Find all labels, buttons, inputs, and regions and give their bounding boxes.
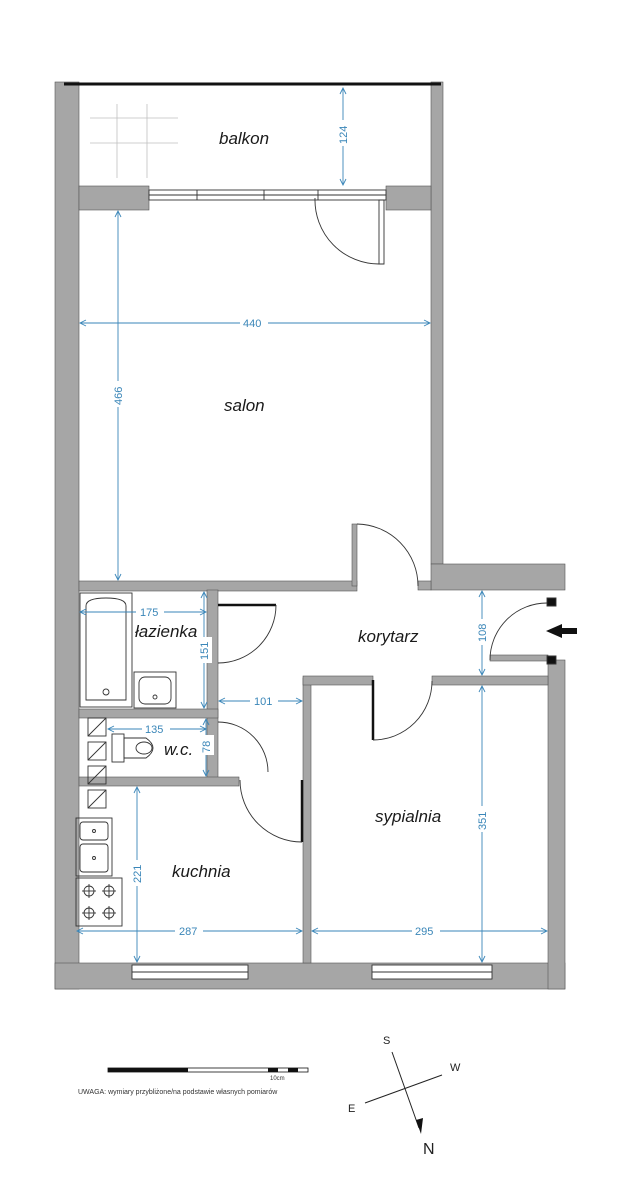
room-label-salon: salon xyxy=(224,396,265,415)
dim-sypialnia-width: 295 xyxy=(415,926,433,938)
room-label-balkon: balkon xyxy=(219,129,269,148)
windows xyxy=(131,189,493,980)
dim-salon-width: 440 xyxy=(243,318,261,330)
room-label-lazienka: łazienka xyxy=(135,622,197,641)
dim-korytarz-entry: 108 xyxy=(477,624,489,642)
wall-bedroom-left xyxy=(302,677,312,964)
room-label-kuchnia: kuchnia xyxy=(172,862,231,881)
wall-right-upper xyxy=(430,81,444,565)
scale-bar: 10cm xyxy=(107,1067,309,1082)
wall-step xyxy=(430,563,566,591)
room-label-sypialnia: sypialnia xyxy=(375,807,441,826)
door-lazienka-swing xyxy=(217,604,277,664)
door-balkon-swing xyxy=(314,197,380,265)
compass-e: E xyxy=(348,1103,355,1115)
wall-balkon-left xyxy=(78,185,150,211)
door-sypialnia-swing xyxy=(372,680,433,741)
compass-w: W xyxy=(450,1062,461,1074)
toilet-icon xyxy=(111,733,154,763)
sink-icon xyxy=(133,671,177,709)
wall-balkon-right xyxy=(385,185,432,211)
door-kuchnia-swing xyxy=(239,779,303,843)
dim-korytarz-width: 101 xyxy=(254,696,272,708)
wall-right-lower xyxy=(547,659,566,990)
balcony-tiles xyxy=(90,104,178,178)
wall-salon-bottom-right xyxy=(417,580,432,591)
wall-left xyxy=(54,81,80,990)
door-salon-swing xyxy=(356,523,419,587)
dim-salon-length: 466 xyxy=(113,387,125,405)
room-label-wc: w.c. xyxy=(164,740,193,759)
dim-wc-width: 135 xyxy=(145,724,163,736)
compass-s: S xyxy=(383,1035,390,1047)
walls xyxy=(54,81,566,990)
scale-label: 10cm xyxy=(270,1076,285,1082)
compass-icon: S W E N xyxy=(348,1035,461,1158)
wall-entry-bottom xyxy=(489,654,549,662)
wall-bath-wc xyxy=(78,708,219,719)
dim-kuchnia-length: 221 xyxy=(132,865,144,883)
kitchen-sink-icon xyxy=(75,817,113,877)
shelves xyxy=(87,717,107,809)
dimension-labels: 124 440 466 175 151 101 108 135 78 351 2… xyxy=(110,120,490,938)
bathtub-icon xyxy=(79,592,133,708)
door-entry-swing xyxy=(489,602,548,661)
wall-salon-bottom xyxy=(78,580,358,592)
wall-wc-kitchen xyxy=(78,776,240,787)
door-balkon xyxy=(378,199,385,265)
stove-icon xyxy=(75,877,123,927)
dim-sypialnia-length: 351 xyxy=(477,812,489,830)
wall-salon-jamb xyxy=(351,523,358,587)
wall-bedroom-top-left xyxy=(302,675,374,686)
doors xyxy=(217,197,557,843)
dim-lazienka-length: 151 xyxy=(199,642,211,660)
room-label-korytarz: korytarz xyxy=(358,627,419,646)
door-wc-swing xyxy=(217,721,269,773)
room-labels: balkon salon łazienka korytarz w.c. sypi… xyxy=(135,129,441,881)
dim-wc-length: 78 xyxy=(201,741,213,753)
measurement-note: UWAGA: wymiary przybliżone/na podstawie … xyxy=(78,1089,278,1096)
dim-kuchnia-width: 287 xyxy=(179,926,197,938)
entry-arrow-icon xyxy=(546,624,577,638)
compass-n: N xyxy=(423,1141,435,1158)
dim-balkon-depth: 124 xyxy=(338,126,350,144)
wall-bedroom-top-right xyxy=(431,675,549,686)
dim-lazienka-width: 175 xyxy=(140,607,158,619)
